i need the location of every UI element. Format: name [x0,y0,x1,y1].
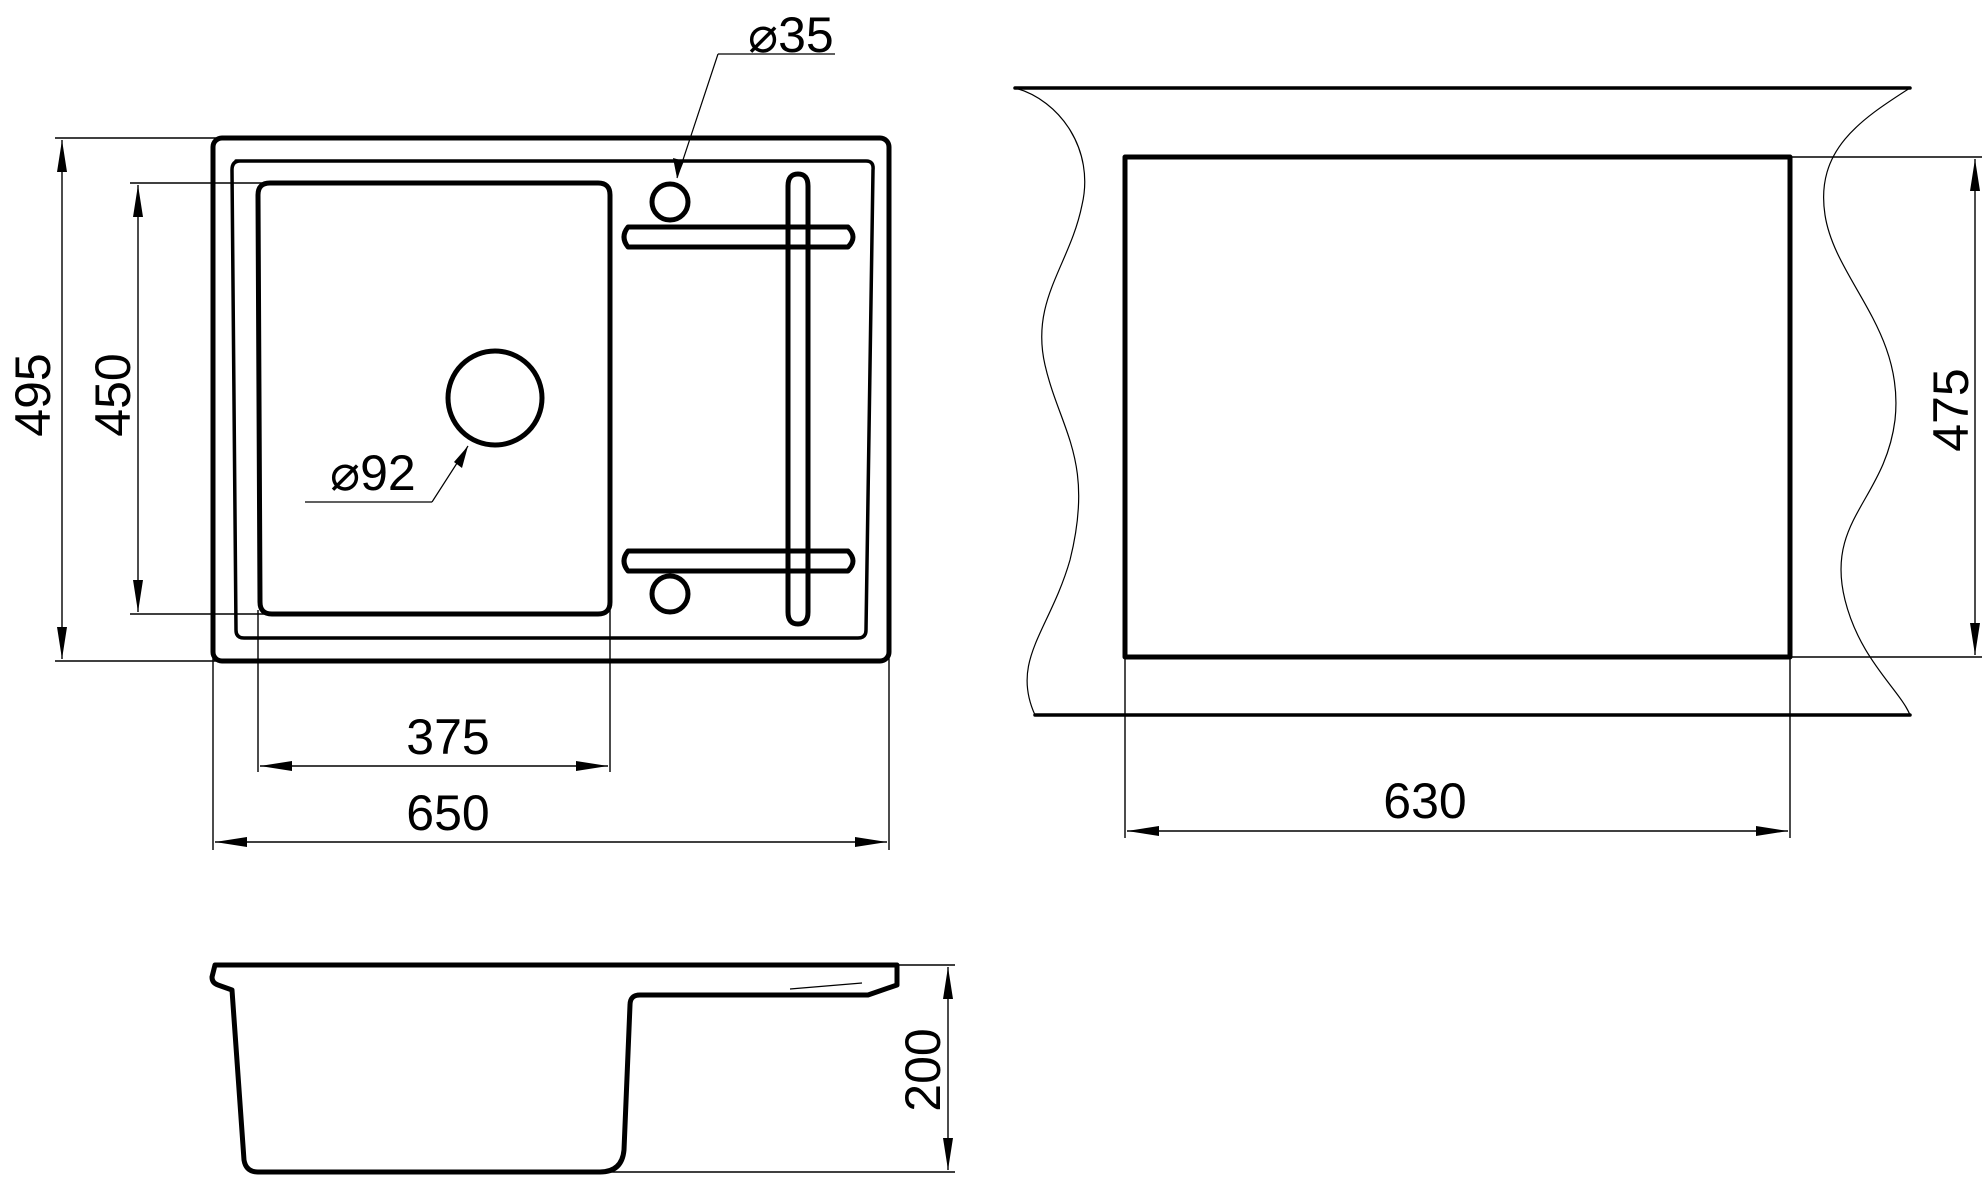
tap-hole-bottom [649,573,691,615]
sink-bowl [255,180,613,617]
tap-leader-slant [676,53,719,179]
tap-hole-top [649,181,691,223]
bowl-width-label: 375 [406,709,489,765]
sink-outer-rim [210,135,892,664]
drainboard-rib-vertical [785,171,811,627]
sink-profile-detail [789,982,863,990]
sink-inner-rim [230,159,875,640]
drain-hole [445,348,545,448]
dimension-bowl-width [257,610,611,772]
drainboard-rib-bottom [621,548,856,574]
cutout-view [1013,86,1912,717]
dimension-overall-width [212,655,890,850]
sink-side-view [209,962,900,1175]
dimension-cutout-width [1124,657,1791,838]
break-line-left [1014,87,1086,716]
sink-profile [209,962,900,1175]
tap-hole-diameter-label: ⌀35 [748,7,834,63]
cutout-height-label: 475 [1923,368,1979,451]
cutout-width-label: 630 [1383,773,1466,829]
drainboard-rib-top [621,224,856,250]
dimension-bowl-height [130,182,266,615]
dimension-overall-height [55,137,222,662]
bowl-height-label: 450 [85,353,141,436]
overall-width-label: 650 [406,785,489,841]
break-line-right [1823,87,1911,716]
drain-diameter-label: ⌀92 [330,445,416,501]
overall-height-label: 495 [5,353,61,436]
dimension-cutout-height [1790,156,1982,658]
cutout-rectangle [1122,154,1793,660]
depth-label: 200 [895,1028,951,1111]
tap-leader-arrow [673,158,684,178]
drain-leader-arrow [454,446,468,468]
dimension-depth [600,964,955,1173]
sink-top-view [210,53,892,664]
